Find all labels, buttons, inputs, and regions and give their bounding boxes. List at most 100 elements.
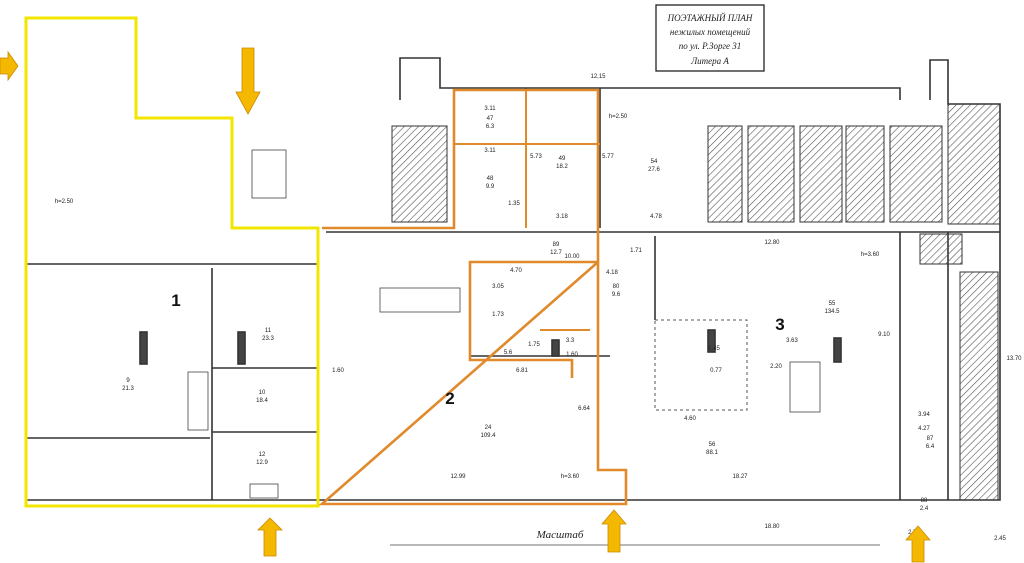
zone-2-label: 2	[445, 389, 454, 408]
stairwell-hatch	[799, 125, 843, 223]
room-area: 6.4	[926, 444, 935, 450]
dimension-label: 6.81	[516, 368, 528, 374]
stairwell-hatch	[947, 103, 1001, 225]
pillar	[139, 331, 148, 365]
dimension-label: 3.11	[484, 106, 496, 112]
dimension-label: 2.45	[994, 536, 1006, 542]
entrance-arrow-up-icon	[905, 525, 931, 563]
room-area: 18.4	[256, 398, 268, 404]
hatched-areas	[391, 103, 1001, 501]
stair-5	[249, 483, 279, 499]
stairwell-hatch	[919, 233, 963, 265]
stairwell-hatch	[845, 125, 885, 223]
dimension-label: 12,15	[590, 74, 606, 80]
dimension-label: 4.27	[918, 426, 930, 432]
room-number: 9	[126, 378, 130, 384]
pillar	[707, 329, 716, 353]
stair-1	[251, 149, 287, 199]
dimension-label: 3.18	[556, 214, 568, 220]
pillar	[833, 337, 842, 363]
dimension-label: 3.63	[786, 338, 798, 344]
entrance-arrow-right-icon	[0, 50, 19, 82]
room-number: 11	[265, 328, 272, 334]
room-area: 109.4	[480, 433, 496, 439]
dimension-label: 1.73	[492, 312, 504, 318]
room-area: 9.9	[486, 184, 495, 190]
stairwell-hatch	[707, 125, 743, 223]
room-number: 24	[485, 425, 492, 431]
dimension-label: 12.80	[764, 240, 780, 246]
dimension-label: h=2.50	[55, 199, 74, 205]
room-area: 6.3	[486, 124, 495, 130]
entrance-arrows	[0, 47, 931, 563]
dashed-boundary	[654, 319, 748, 411]
outer-wall	[25, 57, 1001, 501]
room-labels: 55 134.5 56 88.1 24 109.4 54 27.6 49 18.…	[122, 116, 935, 512]
title-line-1: ПОЭТАЖНЫЙ ПЛАН	[667, 13, 753, 23]
entrance-arrow-up-icon	[257, 517, 283, 557]
stair-2	[379, 287, 461, 313]
room-number: 89	[553, 242, 560, 248]
zone-3-label: 3	[775, 315, 784, 334]
dimension-label: 0.77	[710, 368, 722, 374]
wall-upper-left	[26, 17, 233, 228]
title-frame	[655, 4, 765, 72]
zone-1-outline	[24, 16, 320, 508]
zone-1-label: 1	[171, 291, 180, 310]
room-number: 80	[613, 284, 620, 290]
room-area: 9.6	[612, 292, 621, 298]
room-area: 134.5	[824, 309, 840, 315]
dimension-label: 18.27	[732, 474, 748, 480]
title-line-3: по ул. Р.Зорге 31	[679, 41, 742, 51]
stairwell-hatch	[747, 125, 795, 223]
dimension-label: 10.00	[564, 254, 580, 260]
dimension-label: 2.20	[770, 364, 782, 370]
title-block: ПОЭТАЖНЫЙ ПЛАН нежилых помещений по ул. …	[655, 4, 765, 72]
room-area: 21.3	[122, 386, 134, 392]
stairwell-hatch	[959, 271, 999, 501]
dimension-label: 13.70	[1006, 356, 1022, 362]
dimension-label: 5.77	[602, 154, 614, 160]
dimension-label: 3.3	[566, 338, 575, 344]
room-area: 12.7	[550, 250, 562, 256]
dimension-label: 1.45	[708, 346, 720, 352]
room-area: 18.2	[556, 164, 568, 170]
dimension-label: 12.99	[450, 474, 466, 480]
dimension-label: h=2.50	[609, 114, 628, 120]
room-area: 23.3	[262, 336, 274, 342]
room-number: 55	[829, 301, 836, 307]
dimension-label: 5.73	[530, 154, 542, 160]
dimension-label: 3.05	[492, 284, 504, 290]
dimension-label: h=3.60	[561, 474, 580, 480]
dimension-label: 6.64	[578, 406, 590, 412]
dimension-label: 3.94	[918, 412, 930, 418]
scale-label: Масштаб	[536, 529, 584, 541]
dimension-label: 1.60	[566, 352, 578, 358]
dimension-label: 1.75	[528, 342, 540, 348]
room-area: 88.1	[706, 450, 718, 456]
room-number: 12	[259, 452, 266, 458]
dimension-label: 4.18	[606, 270, 618, 276]
stairs	[187, 149, 821, 499]
dimension-label: h=3.60	[861, 252, 880, 258]
stairwell-hatch	[391, 125, 448, 223]
room-number: 87	[927, 436, 934, 442]
pillar	[237, 331, 246, 365]
title-line-2: нежилых помещений	[670, 27, 751, 37]
room-number: 88	[921, 498, 928, 504]
room-number: 48	[487, 176, 494, 182]
dimension-label: 4.70	[510, 268, 522, 274]
room-area: 12.9	[256, 460, 268, 466]
room-number: 49	[559, 156, 566, 162]
dimension-label: 4.60	[684, 416, 696, 422]
room-number: 54	[651, 159, 658, 165]
room-area: 27.6	[648, 167, 660, 173]
pillar	[551, 339, 560, 357]
dimension-label: 9.10	[878, 332, 890, 338]
stair-4	[187, 371, 209, 431]
title-line-4: Литера А	[690, 56, 729, 66]
entrance-arrow-up-icon	[601, 509, 627, 553]
dimension-label: 5.6	[504, 350, 513, 356]
room-area: 2.4	[920, 506, 929, 512]
